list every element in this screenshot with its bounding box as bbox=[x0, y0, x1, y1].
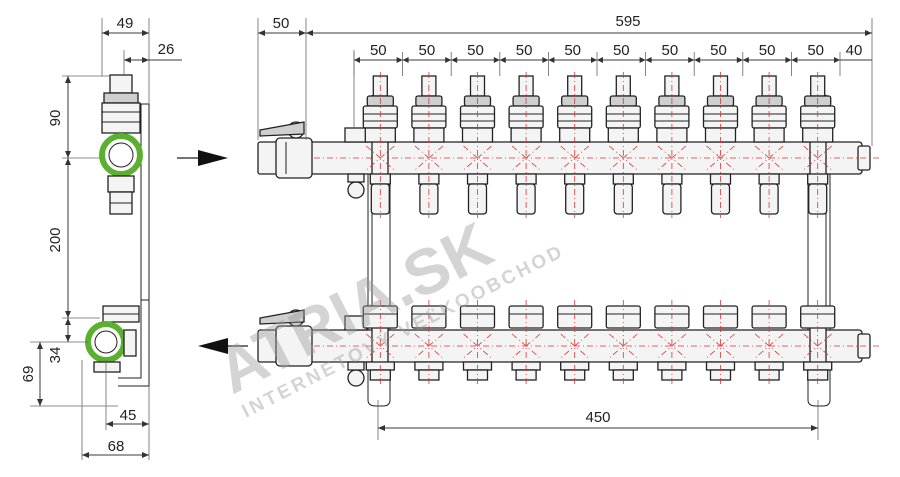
dim-outlet-spacing: 50 bbox=[467, 42, 484, 59]
spacing-arrow bbox=[742, 57, 749, 63]
return-outlet-6 bbox=[605, 300, 641, 384]
dim-bracket-spacing-450: 450 bbox=[585, 409, 610, 426]
side-upper-bottom-fitting bbox=[107, 175, 135, 215]
dim-outlet-spacing: 50 bbox=[564, 42, 581, 59]
spacing-arrow bbox=[451, 57, 458, 63]
arrow-right-icon bbox=[177, 150, 228, 166]
spacing-arrow bbox=[834, 57, 840, 63]
dim-outlet-spacing: 50 bbox=[759, 42, 776, 59]
supply-outlet-5 bbox=[557, 72, 593, 218]
side-bracket-plate bbox=[140, 103, 150, 301]
dim-pipe-spacing-200: 200 bbox=[47, 227, 64, 252]
spacing-arrow bbox=[639, 57, 646, 63]
return-outlet-2 bbox=[411, 300, 447, 384]
return-outlet-3 bbox=[459, 300, 496, 384]
return-outlet-10 bbox=[800, 300, 836, 384]
side-lower-body bbox=[123, 329, 137, 357]
dim-left-offset-50: 50 bbox=[273, 15, 290, 32]
spacing-arrow bbox=[645, 57, 652, 63]
dim-outlet-spacing: 50 bbox=[662, 42, 679, 59]
return-outlet-4 bbox=[508, 300, 544, 384]
dim-end-offset-40: 40 bbox=[846, 42, 863, 59]
spacing-arrow bbox=[396, 57, 403, 63]
spacing-arrow bbox=[591, 57, 597, 63]
side-upper-outlet bbox=[101, 74, 141, 134]
supply-outlet-2 bbox=[411, 72, 447, 218]
dim-side-height-69: 69 bbox=[20, 366, 37, 383]
return-ball-valve bbox=[257, 309, 313, 367]
dim-outlet-spacing: 50 bbox=[613, 42, 630, 59]
lower-pipe-bore bbox=[94, 330, 118, 354]
spacing-arrow bbox=[445, 57, 452, 63]
dim-outlet-spacing: 50 bbox=[370, 42, 387, 59]
front-view: 50 595 50 50 50 50 50 50 50 50 50 50 40 450 bbox=[257, 13, 880, 440]
spacing-arrow bbox=[791, 57, 798, 63]
spacing-arrow bbox=[548, 57, 555, 63]
dim-side-height-90: 90 bbox=[47, 110, 64, 127]
return-outlet-5 bbox=[557, 300, 593, 384]
dim-outlet-spacing: 50 bbox=[419, 42, 436, 59]
dim-outlet-spacing: 50 bbox=[516, 42, 533, 59]
return-outlet-9 bbox=[751, 300, 787, 384]
supply-outlet-4 bbox=[508, 72, 544, 218]
spacing-arrow bbox=[542, 57, 549, 63]
upper-pipe-ring bbox=[99, 133, 143, 177]
outlet-spacing-dimensions: 50 50 50 50 50 50 50 50 50 50 bbox=[353, 42, 841, 76]
dim-side-offset-26: 26 bbox=[158, 41, 175, 58]
dim-total-length-595: 595 bbox=[615, 13, 640, 30]
supply-outlet-9 bbox=[751, 72, 787, 218]
upper-pipe-bore bbox=[108, 142, 134, 168]
dim-outlet-spacing: 50 bbox=[807, 42, 824, 59]
spacing-arrow bbox=[597, 57, 603, 63]
supply-ball-valve bbox=[257, 121, 313, 179]
supply-outlet-6 bbox=[605, 72, 641, 218]
side-bracket-foot bbox=[118, 300, 142, 379]
spacing-arrow bbox=[499, 57, 506, 63]
spacing-arrow bbox=[688, 57, 695, 63]
supply-outlets bbox=[362, 72, 836, 218]
dim-outlet-spacing: 50 bbox=[710, 42, 727, 59]
spacing-arrow bbox=[785, 57, 792, 63]
supply-outlet-10 bbox=[800, 72, 836, 218]
return-outlet-7 bbox=[654, 300, 690, 384]
dim-side-width-49: 49 bbox=[117, 15, 134, 32]
supply-outlet-3 bbox=[459, 72, 496, 218]
supply-bar bbox=[262, 141, 880, 175]
side-lower-outlet bbox=[102, 305, 140, 323]
spacing-arrow bbox=[493, 57, 500, 63]
return-outlets bbox=[362, 300, 836, 384]
supply-outlet-7 bbox=[654, 72, 690, 218]
dim-side-height-34: 34 bbox=[47, 347, 64, 364]
return-outlet-8 bbox=[702, 300, 739, 384]
dim-side-width-45: 45 bbox=[120, 407, 137, 424]
spacing-arrow bbox=[736, 57, 743, 63]
side-view: 49 26 90 200 34 69 45 68 bbox=[20, 15, 182, 460]
arrow-left-icon bbox=[198, 338, 248, 354]
supply-outlet-8 bbox=[702, 72, 739, 218]
spacing-arrow bbox=[402, 57, 409, 63]
supply-vent bbox=[344, 127, 368, 199]
dim-side-width-68: 68 bbox=[108, 438, 125, 455]
lower-pipe-ring bbox=[85, 321, 127, 363]
spacing-arrow bbox=[694, 57, 701, 63]
return-outlet-1 bbox=[362, 300, 398, 384]
side-lower-cap bbox=[93, 361, 121, 373]
supply-outlet-1 bbox=[362, 72, 398, 218]
spacing-arrow bbox=[354, 57, 360, 63]
